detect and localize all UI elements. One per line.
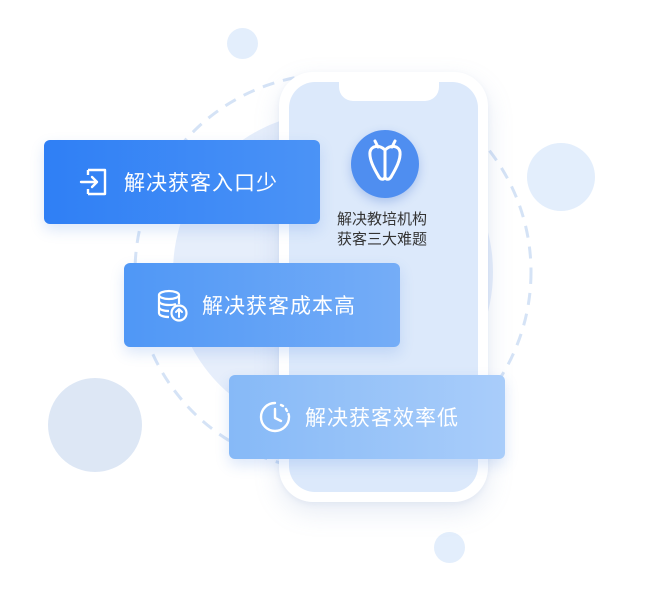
feature-card-cost: 解决获客成本高 (124, 263, 400, 347)
decorative-bubble (227, 28, 258, 59)
slogan-line-2: 获客三大难题 (336, 230, 427, 248)
feature-label: 解决获客入口少 (124, 171, 278, 195)
decorative-bubble (48, 378, 142, 472)
phone-notch (339, 82, 439, 101)
decorative-bubble (527, 143, 595, 211)
slogan: 解决教培机构 获客三大难题 (323, 209, 441, 249)
decorative-bubble (434, 532, 465, 563)
feature-label: 解决获客成本高 (202, 294, 356, 318)
feature-card-entry: 解决获客入口少 (44, 140, 320, 224)
ginkgo-leaf-icon (351, 130, 419, 198)
login-icon (79, 168, 107, 196)
feature-label: 解决获客效率低 (305, 406, 459, 430)
slogan-line-1: 解决教培机构 (336, 210, 427, 228)
clock-icon (259, 401, 291, 433)
database-upload-icon (157, 289, 188, 322)
feature-card-efficiency: 解决获客效率低 (229, 375, 505, 459)
